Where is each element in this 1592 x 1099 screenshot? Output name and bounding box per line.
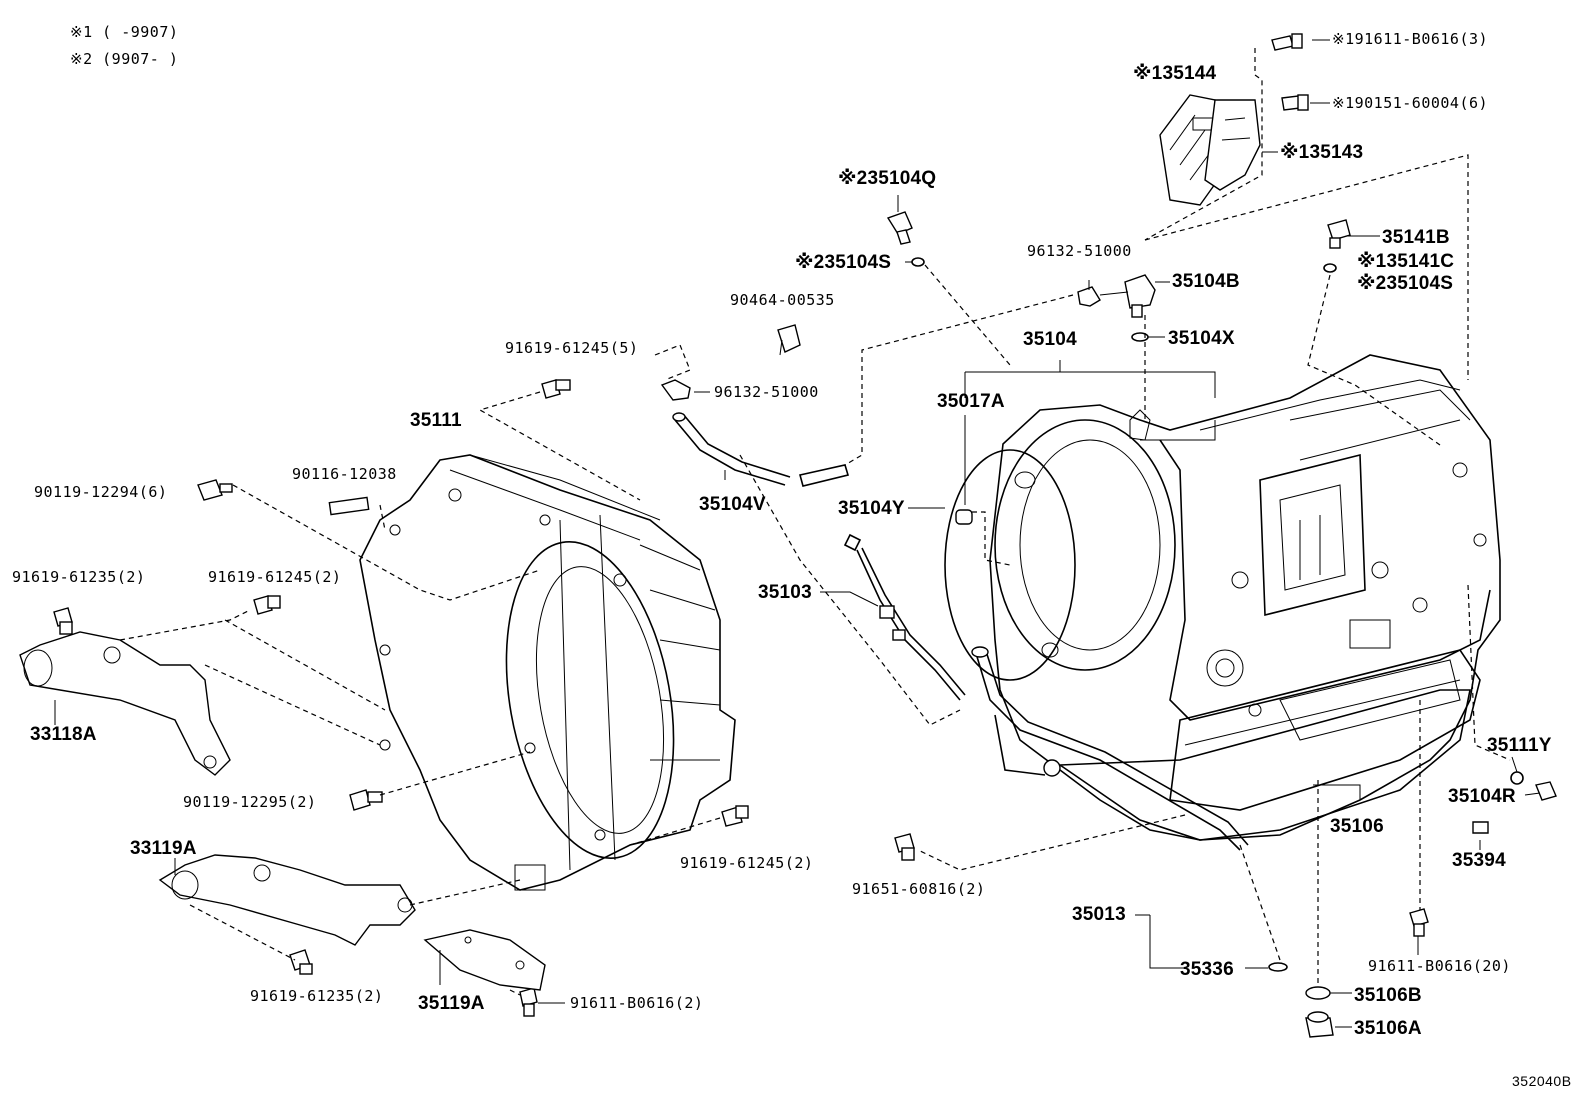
label-35103: 35103 bbox=[758, 582, 812, 603]
bolt-90119-12294 bbox=[197, 479, 233, 501]
part-35394 bbox=[1472, 821, 1489, 834]
gasket-35336 bbox=[1268, 962, 1288, 972]
bolt-91619-61245-a bbox=[253, 595, 281, 615]
label-35141C: ※135141C bbox=[1357, 251, 1455, 272]
label-35141B: 35141B bbox=[1382, 227, 1450, 248]
leader-lines bbox=[54, 39, 1541, 1028]
label-91611-B0616-2: 91611-B0616(2) bbox=[570, 994, 704, 1012]
bolt-191611 bbox=[1271, 33, 1303, 51]
label-35106: 35106 bbox=[1330, 816, 1384, 837]
label-90464-00535: 90464-00535 bbox=[730, 291, 835, 309]
label-91611-B0616-20: 91611-B0616(20) bbox=[1368, 957, 1511, 975]
bracket-33119A bbox=[158, 854, 416, 946]
label-35104V: 35104V bbox=[699, 494, 766, 515]
label-35104B: 35104B bbox=[1172, 271, 1240, 292]
clip-90464 bbox=[777, 324, 801, 356]
label-35111Y: 35111Y bbox=[1487, 735, 1552, 756]
label-35013: 35013 bbox=[1072, 904, 1126, 925]
label-35104X: 35104X bbox=[1168, 328, 1235, 349]
label-33118A: 33118A bbox=[30, 724, 97, 745]
gasket-35104S-a bbox=[911, 257, 925, 267]
label-91651-60816: 91651-60816(2) bbox=[852, 880, 986, 898]
label-91619-61245-b: 91619-61245(2) bbox=[680, 854, 814, 872]
transmission-case-35104 bbox=[989, 354, 1501, 841]
hose-35104V bbox=[672, 412, 850, 487]
label-35104Q: ※235104Q bbox=[838, 168, 937, 189]
oring-35111Y bbox=[1510, 771, 1524, 785]
label-35017A: 35017A bbox=[937, 391, 1005, 412]
bolt-190151 bbox=[1281, 94, 1309, 111]
plug-35141B bbox=[1327, 219, 1351, 249]
label-35143: ※135143 bbox=[1280, 142, 1364, 163]
label-96132-51000-a: 96132-51000 bbox=[1027, 242, 1132, 260]
label-35111: 35111 bbox=[410, 410, 462, 431]
label-35104R: 35104R bbox=[1448, 786, 1516, 807]
figure-id: 352040B bbox=[1512, 1073, 1572, 1089]
label-96132-51000-b: 96132-51000 bbox=[714, 383, 819, 401]
dipstick-35103 bbox=[843, 533, 966, 701]
filler-tube-35013 bbox=[971, 646, 1249, 851]
gasket-35141C bbox=[1323, 263, 1337, 273]
bolt-90119-12295 bbox=[349, 789, 383, 811]
dashed-lines bbox=[119, 48, 1511, 996]
bolt-91619-61235-b bbox=[289, 949, 313, 975]
label-35394: 35394 bbox=[1452, 850, 1506, 871]
label-190151-60004: ※190151-60004(6) bbox=[1332, 94, 1489, 112]
label-35104S-a: ※235104S bbox=[795, 252, 892, 273]
plug-35104R bbox=[1535, 781, 1557, 801]
label-35104S-b: ※235104S bbox=[1357, 273, 1454, 294]
plate-35143 bbox=[1204, 99, 1261, 191]
bolt-91619-61245-b bbox=[721, 805, 749, 827]
bracket-33118A bbox=[19, 631, 231, 776]
label-35104Y: 35104Y bbox=[838, 498, 905, 519]
label-35119A: 35119A bbox=[418, 993, 485, 1014]
label-35144: ※135144 bbox=[1133, 63, 1217, 84]
label-35106A: 35106A bbox=[1354, 1018, 1422, 1039]
label-90119-12294: 90119-12294(6) bbox=[34, 483, 168, 501]
label-91619-61245-a: 91619-61245(2) bbox=[208, 568, 342, 586]
bolt-91619-61235-a bbox=[53, 607, 73, 635]
label-33119A: 33119A bbox=[130, 838, 197, 859]
note-2: ※2 (9907- ) bbox=[70, 50, 179, 68]
plug-35106A bbox=[1305, 1011, 1334, 1038]
bolt-91619-61245-5 bbox=[541, 379, 571, 399]
label-35106B: 35106B bbox=[1354, 985, 1422, 1006]
label-35336: 35336 bbox=[1180, 959, 1234, 980]
clamp-96132-left bbox=[660, 379, 691, 401]
label-90119-12295: 90119-12295(2) bbox=[183, 793, 317, 811]
oring-35104Y bbox=[944, 449, 1076, 681]
label-90116-12038: 90116-12038 bbox=[292, 465, 397, 483]
label-35104: 35104 bbox=[1023, 329, 1077, 350]
plug-35104Q bbox=[886, 211, 913, 245]
fitting-35104B bbox=[1077, 274, 1156, 318]
plug-35017A bbox=[955, 509, 1011, 566]
label-91619-61235-a: 91619-61235(2) bbox=[12, 568, 146, 586]
bell-housing-35111 bbox=[359, 454, 736, 891]
bolt-91651 bbox=[894, 833, 915, 861]
stud-90116 bbox=[328, 496, 370, 516]
note-1: ※1 ( -9907) bbox=[70, 23, 179, 41]
plate-35119A bbox=[423, 929, 546, 991]
label-91619-61235-b: 91619-61235(2) bbox=[250, 987, 384, 1005]
label-191611-B0616: ※191611-B0616(3) bbox=[1332, 30, 1489, 48]
bolt-91611-B0616-2 bbox=[519, 987, 538, 1017]
label-91619-61245-5: 91619-61245(5) bbox=[505, 339, 639, 357]
bolt-91611-B0616-20 bbox=[1409, 908, 1429, 937]
gasket-35106B bbox=[1305, 986, 1331, 1000]
